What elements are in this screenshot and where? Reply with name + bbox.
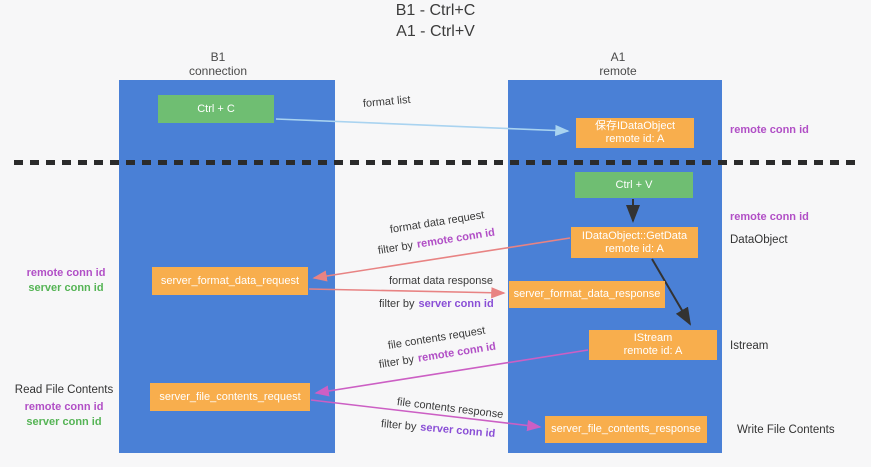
left-server-conn-id-1: server conn id	[28, 282, 104, 294]
node-istream-line1: IStream	[633, 332, 673, 344]
node-file-response-label: server_file_contents_response	[551, 423, 701, 435]
left-annotation-block-2: Read File Contents remote conn id server…	[10, 383, 118, 430]
label-format-data-response: format data response	[389, 275, 493, 287]
node-server-file-contents-request: server_file_contents_request	[150, 383, 310, 411]
lane-b1-role: connection	[188, 64, 248, 78]
node-save-dataobject-line1: 保存IDataObject	[594, 120, 676, 132]
right-istream-label: Istream	[730, 340, 769, 352]
node-istream-line2: remote id: A	[623, 345, 683, 357]
title-line-1: B1 - Ctrl+C	[395, 2, 476, 19]
left-conn-id-block-1: remote conn id server conn id	[16, 266, 116, 296]
node-ctrl-c: Ctrl + C	[158, 95, 274, 123]
node-format-request-label: server_format_data_request	[160, 274, 300, 287]
remote-conn-id-keyword: remote conn id	[416, 226, 496, 251]
label-file-contents-response: file contents response	[396, 396, 504, 421]
node-idataobject-getdata: IDataObject::GetData remote id: A	[571, 227, 698, 258]
node-file-request-label: server_file_contents_request	[159, 390, 301, 403]
left-server-conn-id-2: server conn id	[26, 416, 102, 428]
left-read-file-contents-label: Read File Contents	[14, 384, 114, 396]
node-ctrl-v: Ctrl + V	[575, 172, 693, 198]
lane-b1-name: B1	[210, 50, 226, 64]
node-format-response-label: server_format_data_response	[513, 288, 661, 300]
server-conn-id-keyword: server conn id	[419, 421, 496, 440]
node-getdata-line1: IDataObject::GetData	[581, 229, 688, 242]
diagram-title: B1 - Ctrl+C A1 - Ctrl+V	[0, 0, 871, 42]
right-dataobject-label: DataObject	[730, 234, 788, 246]
node-istream: IStream remote id: A	[589, 330, 717, 360]
node-getdata-line2: remote id: A	[605, 242, 664, 255]
right-remote-conn-id-mid: remote conn id	[730, 211, 809, 223]
node-server-file-contents-response: server_file_contents_response	[545, 416, 707, 443]
right-remote-conn-id-top: remote conn id	[730, 124, 809, 136]
right-write-file-contents-label: Write File Contents	[737, 424, 835, 436]
node-ctrl-c-label: Ctrl + C	[197, 102, 235, 115]
lane-a1-name: A1	[610, 50, 626, 64]
lane-header-b1: B1 connection	[168, 50, 268, 78]
node-save-dataobject-line2: remote id: A	[605, 133, 665, 145]
left-remote-conn-id-2: remote conn id	[24, 401, 104, 413]
lane-a1-role: remote	[599, 64, 637, 78]
server-conn-id-keyword: server conn id	[418, 298, 494, 310]
title-line-2: A1 - Ctrl+V	[396, 23, 475, 40]
node-save-dataobject: 保存IDataObject remote id: A	[576, 118, 694, 148]
node-server-format-data-response: server_format_data_response	[509, 281, 665, 308]
label-format-list: format list	[362, 93, 412, 110]
arrow-format-data-response	[308, 287, 506, 299]
left-remote-conn-id-1: remote conn id	[26, 267, 106, 279]
node-ctrl-v-label: Ctrl + V	[615, 178, 653, 191]
copy-paste-separator-line	[14, 160, 857, 165]
lane-header-a1: A1 remote	[568, 50, 668, 78]
node-server-format-data-request: server_format_data_request	[152, 267, 308, 295]
